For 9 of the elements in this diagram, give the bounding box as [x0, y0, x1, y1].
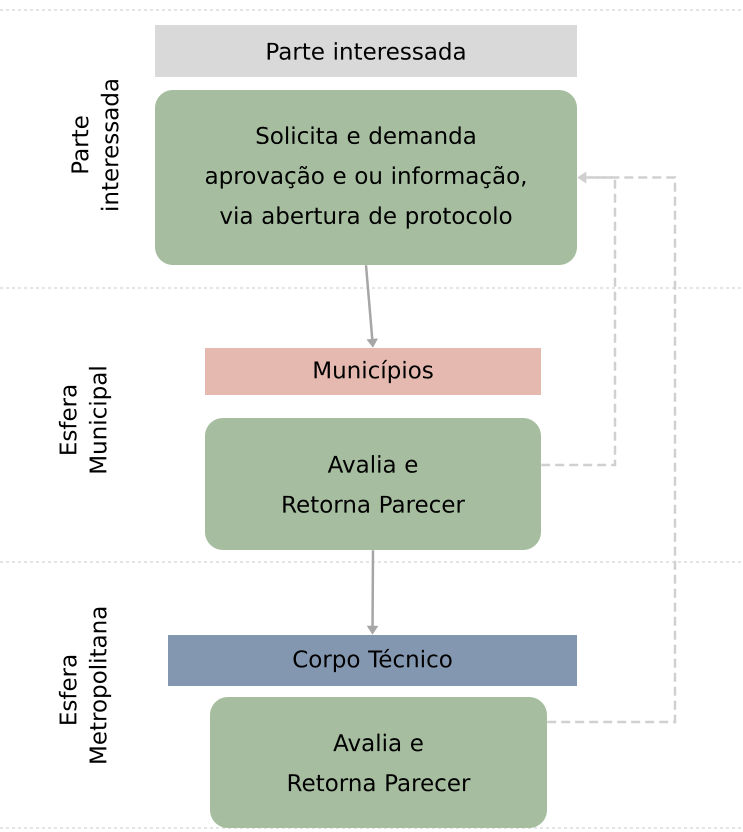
lane-label: Esfera Metropolitana: [58, 608, 112, 763]
process-box: Solicita e demanda aprovação e ou informação, via abertura de protocolo: [155, 90, 577, 265]
lane-label: Parte interessada: [71, 80, 119, 210]
lane-label: Esfera Municipal: [58, 367, 112, 472]
process-box: Avalia e Retorna Parecer: [210, 697, 547, 828]
header-band: Corpo Técnico: [168, 635, 577, 686]
header-band: Municípios: [205, 348, 541, 395]
process-box: Avalia e Retorna Parecer: [205, 418, 541, 550]
header-band: Parte interessada: [155, 25, 577, 77]
